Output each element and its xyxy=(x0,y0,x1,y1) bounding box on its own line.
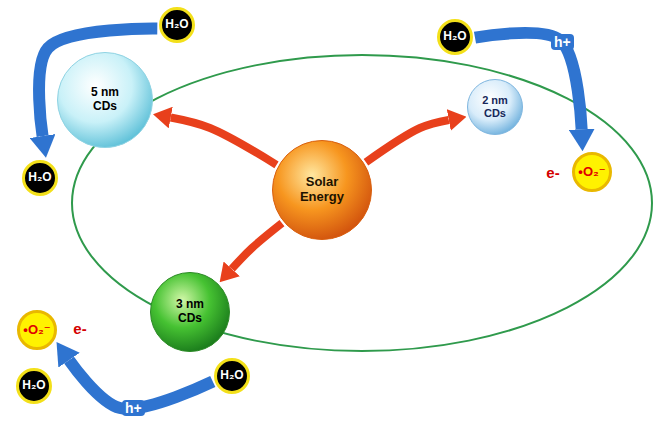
circle-shape xyxy=(151,273,230,352)
text-group: H₂O xyxy=(165,18,188,32)
water-molecule: H₂O xyxy=(22,160,58,196)
energy-arrow xyxy=(232,223,282,269)
node-label: H₂O xyxy=(22,379,45,393)
text-group: •O₂⁻ xyxy=(23,323,50,338)
carbon-dot: 2 nm CDs xyxy=(467,79,523,135)
circle-shape xyxy=(574,154,611,191)
electron-label: e- xyxy=(73,320,86,337)
text-group: H₂O xyxy=(220,369,243,383)
circle-shape xyxy=(273,141,372,240)
carbon-dot: 3 nm CDs xyxy=(150,272,230,352)
node-label: 5 nm CDs xyxy=(84,86,126,114)
circle-shape xyxy=(24,162,57,195)
node-label: H₂O xyxy=(28,171,51,185)
circle-shape xyxy=(468,80,523,135)
water-molecule: H₂O xyxy=(16,368,52,404)
superoxide-radical: •O₂⁻ xyxy=(17,310,57,350)
node-label: H₂O xyxy=(443,30,466,44)
water-molecule: H₂O xyxy=(214,358,250,394)
water-molecule: H₂O xyxy=(159,7,195,43)
carbon-dot: 5 nm CDs xyxy=(57,52,153,148)
text-group: •O₂⁻ xyxy=(578,165,605,180)
text-group: H₂O xyxy=(22,379,45,393)
node-label: H₂O xyxy=(220,369,243,383)
node-label: 3 nm CDs xyxy=(169,298,211,326)
energy-arrow xyxy=(366,120,449,162)
node-label: •O₂⁻ xyxy=(578,165,605,180)
circle-shape xyxy=(161,9,194,42)
node-label: H₂O xyxy=(165,18,188,32)
cycle-ellipse xyxy=(72,55,652,351)
circle-shape xyxy=(19,312,56,349)
circle-shape xyxy=(18,370,51,403)
water-molecule: H₂O xyxy=(437,19,473,55)
text-group: 5 nm CDs xyxy=(84,86,126,114)
node-label: •O₂⁻ xyxy=(23,323,50,338)
energy-arrow xyxy=(171,118,277,165)
circle-shape xyxy=(58,53,153,148)
node-label: Solar Energy xyxy=(291,175,353,205)
circle-shape xyxy=(439,21,472,54)
superoxide-radical: •O₂⁻ xyxy=(572,152,612,192)
solar-energy-sphere: Solar Energy xyxy=(272,140,372,240)
text-group: Solar Energy xyxy=(291,175,353,205)
node-label: 2 nm CDs xyxy=(477,94,513,119)
hole-label: h+ xyxy=(551,34,574,50)
electron-label: e- xyxy=(546,164,559,181)
circle-shape xyxy=(216,360,249,393)
text-group: H₂O xyxy=(443,30,466,44)
text-group: 3 nm CDs xyxy=(169,298,211,326)
text-group: H₂O xyxy=(28,171,51,185)
hole-label: h+ xyxy=(122,400,145,416)
text-group: 2 nm CDs xyxy=(477,94,513,119)
